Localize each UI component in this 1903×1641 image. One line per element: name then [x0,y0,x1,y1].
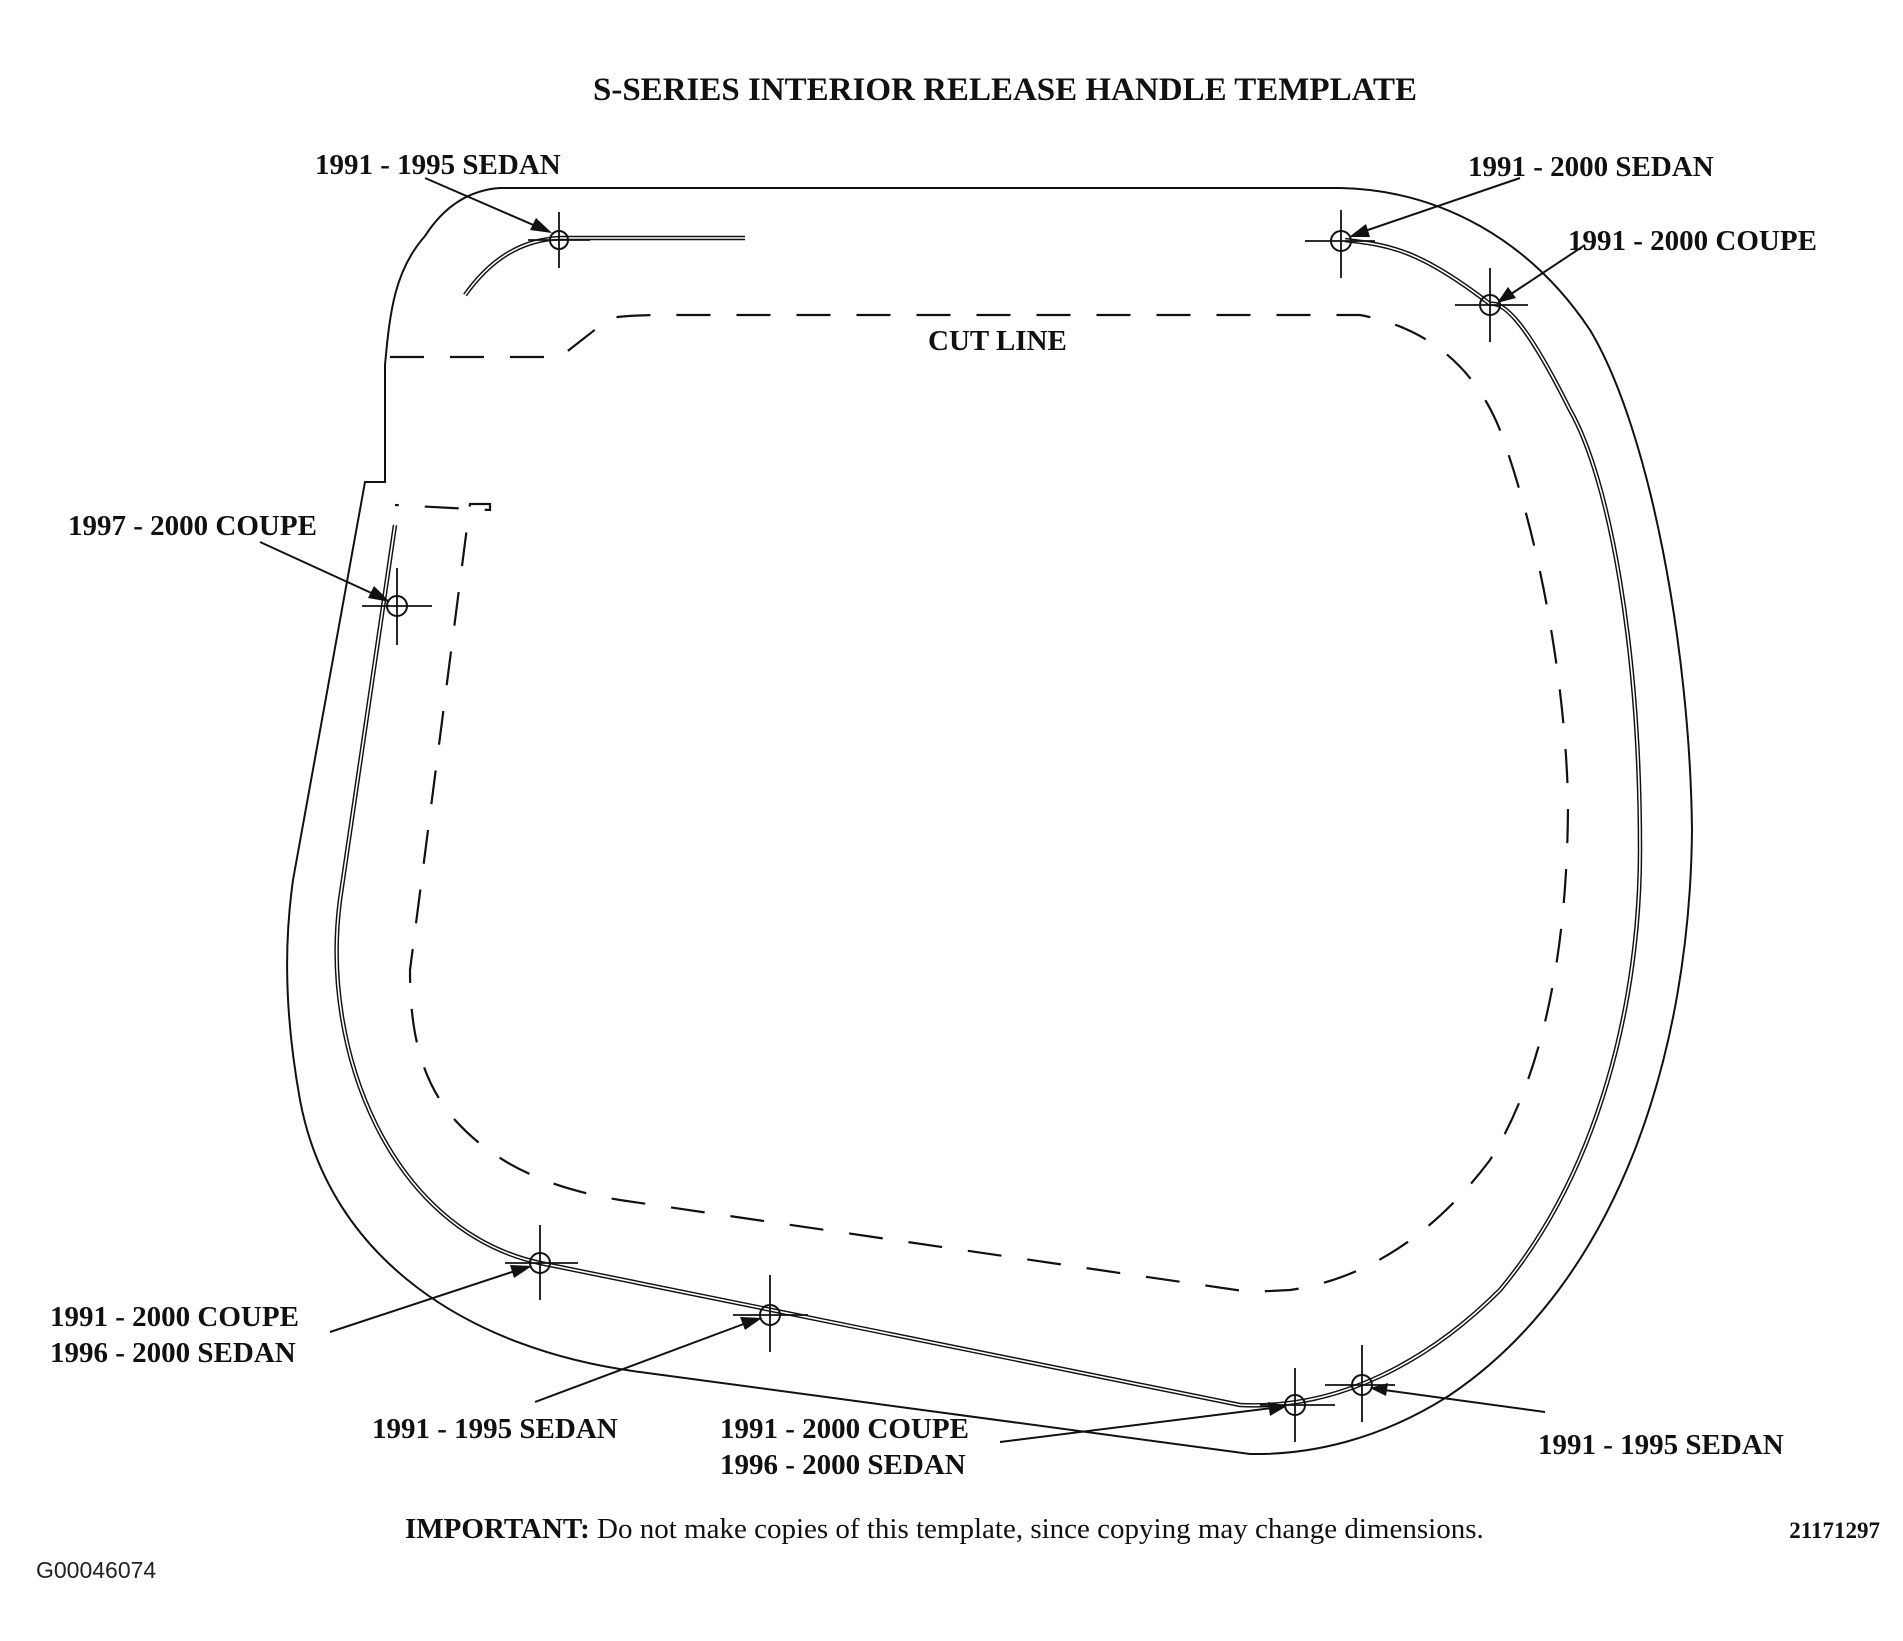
marker-top-left [528,212,590,268]
marker-left-coupe [362,568,432,645]
leader-bottom-mid [534,1317,762,1403]
leader-top-right-coupe [1497,244,1586,303]
label-bottom-center-line2: 1996 - 2000 SEDAN [720,1449,966,1481]
label-left-coupe: 1997 - 2000 COUPE [68,510,317,542]
important-note-text: Do not make copies of this template, sin… [590,1513,1484,1545]
label-bottom-right-sedan: 1991 - 1995 SEDAN [1538,1429,1784,1461]
label-top-left-sedan: 1991 - 1995 SEDAN [315,149,561,181]
top-left-track [463,235,745,297]
leader-top-left [424,177,552,233]
leader-bottom-center [999,1402,1287,1443]
leader-bottom-right [1370,1383,1546,1413]
leader-bottom-left [329,1265,532,1333]
marker-top-right-coupe [1455,268,1528,342]
marker-bottom-mid [733,1275,808,1352]
label-bottom-left-line2: 1996 - 2000 SEDAN [50,1337,296,1369]
label-cut-line: CUT LINE [928,325,1067,357]
leader-top-right-sedan [1349,177,1521,237]
cut-line [390,313,1570,1294]
label-bottom-center-line1: 1991 - 2000 COUPE [720,1413,969,1445]
marker-top-right-sedan [1305,210,1375,278]
label-top-right-coupe: 1991 - 2000 COUPE [1568,225,1817,257]
diagram-title: S-SERIES INTERIOR RELEASE HANDLE TEMPLAT… [593,72,1417,108]
label-bottom-mid-sedan: 1991 - 1995 SEDAN [372,1413,618,1445]
template-outer-outline [286,187,1694,1456]
leader-left-coupe [259,541,390,602]
important-note-bold: IMPORTANT: [405,1513,590,1545]
important-note: IMPORTANT: Do not make copies of this te… [405,1513,1484,1545]
guide-track [334,237,1643,1408]
figure-id: G00046074 [36,1557,156,1583]
label-top-right-sedan: 1991 - 2000 SEDAN [1468,151,1714,183]
marker-bottom-left [505,1225,578,1300]
label-bottom-left-line1: 1991 - 2000 COUPE [50,1301,299,1333]
part-number: 21171297 [1789,1518,1880,1543]
